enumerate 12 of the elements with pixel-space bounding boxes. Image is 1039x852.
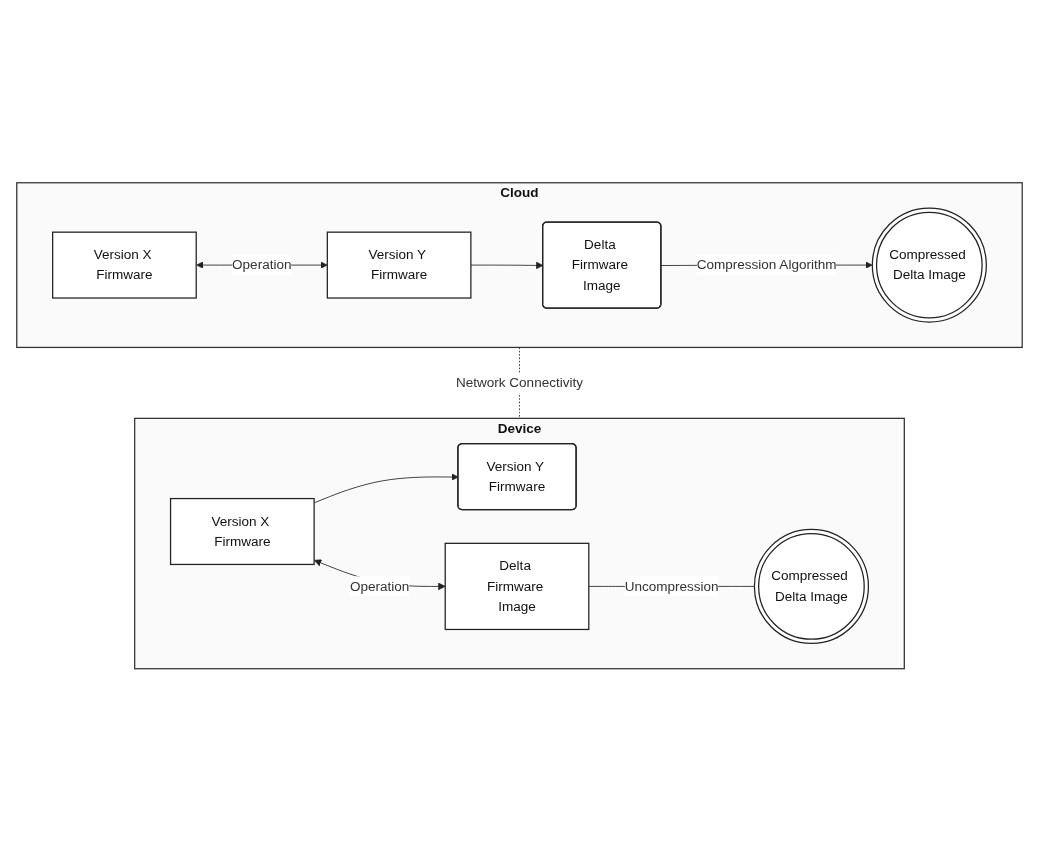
node-box: Version Y Firmware <box>326 231 472 299</box>
node-box: Version X Firmware <box>52 231 197 299</box>
edge-label: Uncompression <box>624 579 719 594</box>
connector <box>519 347 520 420</box>
node-box: Version X Firmware <box>169 498 315 566</box>
node-circle: Compressed Delta Image <box>871 207 987 323</box>
edge-label: Operation <box>232 257 292 273</box>
node-box: Delta Firmware Image <box>444 542 590 631</box>
edge-label: Operation <box>350 579 410 594</box>
node-circle: Compressed Delta Image <box>753 529 870 645</box>
edge-label: Compression Algorithm <box>696 257 837 273</box>
edge-label: Network Connectivity <box>456 375 583 390</box>
